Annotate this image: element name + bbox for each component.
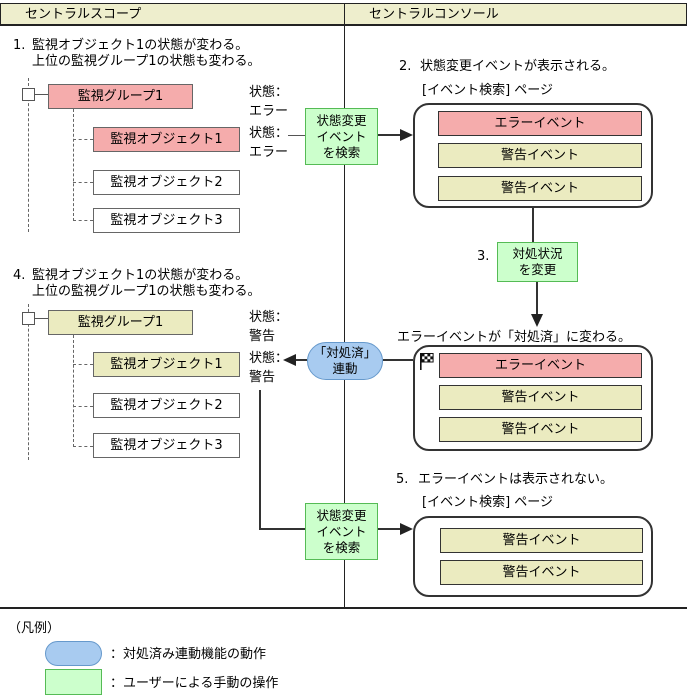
tree1-stub2 [73,182,93,183]
link-arrowhead [283,354,296,366]
event-list-container-3: 警告イベント 警告イベント [413,516,653,597]
tree2-stub2 [73,406,93,407]
warning-event-box-1b: 警告イベント [438,176,642,201]
step3-number: 3. [477,249,490,264]
search1-arrow-line [378,134,401,136]
central-scope-header-label: セントラルスコープ [25,7,142,22]
tree1-object3-label: 監視オブジェクト3 [110,213,223,228]
tree2-object2-label: 監視オブジェクト2 [110,398,223,413]
tree1-object1-node: 監視オブジェクト1 [93,127,240,152]
error-event-label-2: エラーイベント [494,358,586,373]
search2-arrow-line [378,528,401,530]
step1-line2: 上位の監視グループ1の状態も変わる。 [32,54,261,69]
error-event-box-1: エラーイベント [438,111,642,136]
warning-event-label-1a: 警告イベント [500,148,579,163]
tree2-object3-node: 監視オブジェクト3 [93,433,240,458]
step2-text: 状態変更イベントが表示される。 [420,59,616,74]
step2-number: 2. [399,59,412,74]
tree2-root-square [22,312,35,325]
step1-line1: 監視オブジェクト1の状態が変わる。 [32,38,249,53]
step1-number: 1. [13,38,26,53]
tree2-group-label: 監視グループ1 [77,315,164,330]
central-console-header: セントラルコンソール [344,3,687,25]
tree2-object3-label: 監視オブジェクト3 [110,438,223,453]
status-to-search1-line [288,135,305,136]
error-event-label-1: エラーイベント [494,116,586,131]
legend-linked-swatch [45,641,102,666]
warning-event-box-1a: 警告イベント [438,143,642,168]
tree1-group-status: 状態： エラー [249,85,289,119]
warning-event-label-3b: 警告イベント [502,565,581,580]
legend-title: （凡例） [8,621,61,636]
resolved-link-ellipse: 「対処済」 連動 [307,342,383,380]
container1-to-step3-line [532,208,534,246]
tree1-object2-node: 監視オブジェクト2 [93,170,240,195]
tree1-object1-label: 監視オブジェクト1 [110,132,223,147]
tree2-object1-status: 状態： 警告 [249,351,289,385]
search2-arrowhead [400,523,413,535]
step3-arrowhead [531,314,543,327]
warning-event-box-2b: 警告イベント [439,417,642,442]
tree1-group-label: 監視グループ1 [77,89,164,104]
resolved-result-text: エラーイベントが「対処済」に変わる。 [397,330,632,345]
tree2-object1-node: 監視オブジェクト1 [93,352,240,377]
diagram-bottom-rule [0,607,687,609]
warning-event-label-2a: 警告イベント [501,390,580,405]
search-events-action-2: 状態変更 イベント を検索 [305,503,378,560]
tree2-object2-node: 監視オブジェクト2 [93,393,240,418]
step3-arrow-line [536,282,538,314]
tree1-object1-status: 状態： エラー [249,126,289,160]
tree1-root-connector [35,94,48,95]
tree2-group-node: 監視グループ1 [48,310,193,335]
step5-text: エラーイベントは表示されない。 [418,472,614,487]
tree2-root-connector [35,318,48,319]
warning-event-label-3a: 警告イベント [502,533,581,548]
tree1-object3-node: 監視オブジェクト3 [93,208,240,233]
tree1-stub1 [73,139,93,140]
search1-arrowhead [400,129,413,141]
header-bottom-rule [0,24,687,26]
event-search-page-label-1: [イベント検索] ページ [422,83,554,98]
step4-number: 4. [13,268,26,283]
event-list-container-1: エラーイベント 警告イベント 警告イベント [413,103,653,208]
legend-linked-label: ：対処済み連動機能の動作 [110,647,267,662]
step4-line1: 監視オブジェクト1の状態が変わる。 [32,268,249,283]
container2-to-link-line [383,359,413,361]
warning-event-box-3b: 警告イベント [440,560,643,585]
tree1-branch-dashed-line [73,109,74,221]
tree2-stub3 [73,446,93,447]
warning-event-label-2b: 警告イベント [501,422,580,437]
event-search-page-label-2: [イベント検索] ページ [422,495,554,510]
tree1-stub3 [73,220,93,221]
change-status-action: 対処状況 を変更 [497,242,578,282]
legend-manual-label: ：ユーザーによる手動の操作 [110,676,279,691]
status-to-search2-hline [259,528,305,530]
tree1-root-square [22,88,35,101]
legend-manual-swatch [45,669,102,695]
step4-line2: 上位の監視グループ1の状態も変わる。 [32,284,261,299]
tree1-group-node: 監視グループ1 [48,84,193,109]
warning-event-box-2a: 警告イベント [439,385,642,410]
event-list-container-2: エラーイベント 警告イベント 警告イベント [413,345,653,451]
central-console-header-label: セントラルコンソール [369,7,499,22]
tree1-object2-label: 監視オブジェクト2 [110,175,223,190]
error-event-box-2: エラーイベント [439,353,642,378]
tree2-stub1 [73,364,93,365]
warning-event-box-3a: 警告イベント [440,528,643,553]
tree2-branch-dashed-line [73,335,74,447]
link-arrow-line [294,359,307,361]
tree2-object1-label: 監視オブジェクト1 [110,357,223,372]
tree2-root-dashed-line [28,304,29,460]
resolved-flag-icon [420,353,434,370]
tree2-group-status: 状態： 警告 [249,310,289,344]
warning-event-label-1b: 警告イベント [500,181,579,196]
search-events-action-1: 状態変更 イベント を検索 [305,108,378,165]
central-scope-header: セントラルスコープ [0,3,345,25]
column-divider [344,26,345,608]
status-to-search2-vline [259,390,261,530]
step5-number: 5. [396,472,409,487]
tree1-root-dashed-line [28,78,29,232]
